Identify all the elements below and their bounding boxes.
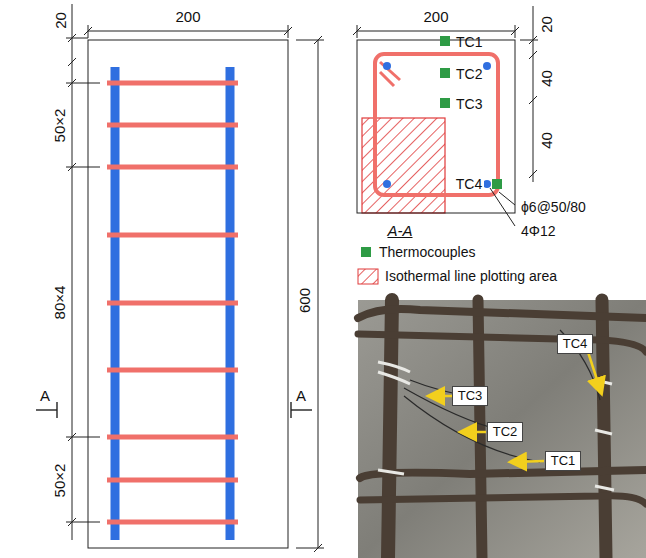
dimension-text: 40 <box>539 70 554 87</box>
legend-swatch <box>361 247 371 257</box>
photo-label-box: TC3 <box>452 386 489 406</box>
dimension-text: 200 <box>423 9 448 24</box>
thermocouple-label: TC1 <box>456 35 482 49</box>
dimension-text: 600 <box>298 287 313 312</box>
thermocouple-label: TC3 <box>456 97 482 111</box>
dimension-lines <box>36 4 324 552</box>
legend-text: Isothermal line plotting area <box>385 269 557 283</box>
rebar-note: ϕ6@50/80 <box>521 200 586 214</box>
photo-label: TC1 <box>551 453 576 468</box>
photo-label-box: TC1 <box>545 451 582 471</box>
dimension-text: 200 <box>175 9 200 24</box>
photo-label-box: TC2 <box>487 422 524 442</box>
dimension-text: 20 <box>539 16 554 33</box>
dimension-text: 80×4 <box>52 285 67 319</box>
dimension-text: 50×2 <box>52 108 67 142</box>
photo-label-box: TC4 <box>557 334 594 354</box>
thermocouple-label: TC4 <box>454 177 484 191</box>
legend-text: Thermocouples <box>379 245 476 259</box>
section-mark: A <box>296 388 306 403</box>
dimension-text: 50×2 <box>52 463 67 497</box>
elevation <box>88 40 288 548</box>
thermocouple-label: TC2 <box>456 67 482 81</box>
photo-label: TC4 <box>563 336 588 351</box>
specimen-photo <box>358 300 646 558</box>
section-mark: A <box>40 388 50 403</box>
dimension-lines <box>353 6 538 182</box>
cross-section <box>357 36 515 226</box>
section-title: A-A <box>387 223 412 238</box>
photo-label: TC2 <box>493 424 518 439</box>
photo-label: TC3 <box>458 388 483 403</box>
dimension-text: 40 <box>539 132 554 149</box>
hatch-swatch <box>358 269 378 284</box>
dimension-text: 20 <box>53 12 68 29</box>
rebar-note: 4Φ12 <box>521 224 556 238</box>
